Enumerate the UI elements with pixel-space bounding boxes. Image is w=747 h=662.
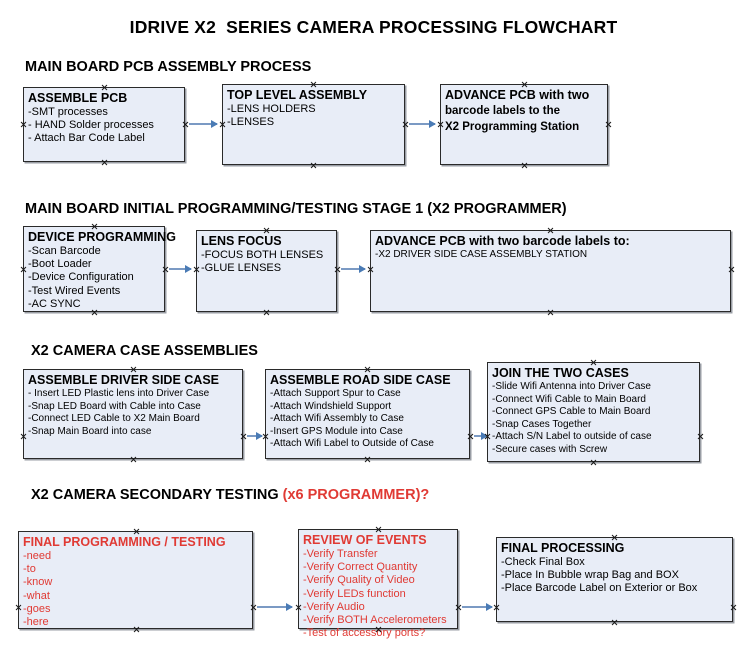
box-title: DEVICE PROGRAMMING — [28, 230, 176, 244]
box-advance-pcb-driver-side[interactable]: ADVANCE PCB with two barcode labels to: … — [370, 230, 731, 312]
box-assemble-pcb[interactable]: ASSEMBLE PCB -SMT processes - HAND Solde… — [23, 87, 185, 162]
box-line: -Attach S/N Label to outside of case — [492, 431, 652, 442]
box-line: -LENSES — [227, 116, 275, 129]
box-line: -GLUE LENSES — [201, 262, 282, 275]
box-line-overflow: -Test of accessory ports? — [303, 627, 426, 640]
section-heading-1-text: MAIN BOARD PCB ASSEMBLY PROCESS — [25, 59, 312, 75]
box-line: -Attach Windshield Support — [270, 400, 392, 412]
box-line: -Verify BOTH Accelerometers — [303, 614, 447, 627]
box-line: -Insert GPS Module into Case — [270, 425, 403, 437]
box-line: -Snap LED Board with Cable into Case — [28, 400, 201, 412]
box-line: -Verify Quality of Video — [303, 574, 415, 587]
box-line: - Insert LED Plastic lens into Driver Ca… — [28, 388, 210, 399]
section-heading-2: MAIN BOARD INITIAL PROGRAMMING/TESTING S… — [25, 201, 567, 217]
box-line: -Slide Wifi Antenna into Driver Case — [492, 381, 651, 392]
box-line: -Snap Main Board into case — [28, 425, 152, 437]
box-title: JOIN THE TWO CASES — [492, 366, 629, 380]
box-line: -here — [23, 616, 49, 629]
box-line: -Snap Cases Together — [492, 418, 592, 430]
box-title: TOP LEVEL ASSEMBLY — [227, 88, 368, 102]
connector-arrow — [462, 603, 493, 611]
box-title: ADVANCE PCB with two — [445, 88, 590, 102]
box-line: -Scan Barcode — [28, 245, 101, 257]
box-line: -Verify Transfer — [303, 548, 378, 560]
box-title: ASSEMBLE PCB — [28, 91, 128, 105]
box-line: X2 Programming Station — [445, 121, 580, 133]
box-final-programming-testing[interactable]: FINAL PROGRAMMING / TESTING -need -to -k… — [18, 531, 253, 629]
box-join-the-two-cases[interactable]: JOIN THE TWO CASES -Slide Wifi Antenna i… — [487, 362, 700, 462]
box-line: -Attach Wifi Assembly to Case — [270, 413, 404, 424]
box-line: -LENS HOLDERS — [227, 103, 316, 115]
box-line: -AC SYNC — [28, 297, 81, 310]
box-line: -need — [23, 550, 52, 562]
section-heading-4-text: X2 CAMERA SECONDARY TESTING — [31, 487, 283, 503]
box-line: -Device Configuration — [28, 271, 134, 284]
box-lens-focus[interactable]: LENS FOCUS -FOCUS BOTH LENSES -GLUE LENS… — [196, 230, 337, 312]
box-line: -Connect LED Cable to X2 Main Board — [28, 413, 200, 424]
box-review-of-events[interactable]: REVIEW OF EVENTS -Verify Transfer -Verif… — [298, 529, 458, 639]
box-line: -what — [23, 589, 50, 602]
box-line: -Connect GPS Cable to Main Board — [492, 406, 651, 417]
box-line: - Attach Bar Code Label — [28, 132, 145, 145]
box-line: -Attach Wifi Label to Outside of Case — [270, 438, 434, 449]
box-top-level-assembly[interactable]: TOP LEVEL ASSEMBLY -LENS HOLDERS -LENSES — [222, 84, 405, 165]
box-device-programming[interactable]: DEVICE PROGRAMMING -Scan Barcode -Boot L… — [23, 226, 176, 312]
box-assemble-road-side-case[interactable]: ASSEMBLE ROAD SIDE CASE -Attach Support … — [265, 369, 470, 459]
box-title: ASSEMBLE DRIVER SIDE CASE — [28, 373, 220, 387]
connector-arrow — [474, 432, 488, 440]
box-line: -Boot Loader — [28, 258, 92, 271]
box-line: -goes — [23, 602, 51, 615]
box-title: LENS FOCUS — [201, 234, 282, 248]
box-line: -Secure cases with Screw — [492, 443, 608, 455]
connector-arrow — [189, 120, 218, 128]
box-line: -Check Final Box — [501, 556, 585, 568]
box-title: FINAL PROCESSING — [501, 541, 625, 555]
section-heading-4: X2 CAMERA SECONDARY TESTING (x6 PROGRAMM… — [31, 487, 429, 503]
box-title: ASSEMBLE ROAD SIDE CASE — [270, 373, 451, 387]
box-assemble-driver-side-case[interactable]: ASSEMBLE DRIVER SIDE CASE - Insert LED P… — [23, 369, 243, 459]
box-line: -Verify LEDs function — [303, 587, 406, 600]
box-line: -Connect Wifi Cable to Main Board — [492, 393, 646, 405]
box-line: -Test Wired Events — [28, 284, 121, 297]
box-title: REVIEW OF EVENTS — [303, 533, 427, 547]
box-title: FINAL PROGRAMMING / TESTING — [23, 535, 226, 549]
box-line: - HAND Solder processes — [28, 119, 154, 132]
box-line: -SMT processes — [28, 106, 108, 118]
box-line: -Verify Correct Quantity — [303, 561, 418, 574]
box-line: -know — [23, 576, 53, 589]
connector-arrow — [409, 120, 436, 128]
section-heading-2-text: MAIN BOARD INITIAL PROGRAMMING/TESTING S… — [25, 201, 567, 217]
section-heading-1: MAIN BOARD PCB ASSEMBLY PROCESS — [25, 59, 311, 75]
section-heading-3-text: X2 CAMERA CASE ASSEMBLIES — [31, 343, 258, 359]
connector-arrow — [257, 603, 293, 611]
box-final-processing[interactable]: FINAL PROCESSING -Check Final Box -Place… — [496, 537, 733, 622]
box-line: -Attach Support Spur to Case — [270, 388, 401, 399]
connector-arrow — [247, 432, 263, 440]
connector-arrow — [169, 265, 192, 273]
box-advance-pcb-station[interactable]: ADVANCE PCB with two barcode labels to t… — [440, 84, 608, 165]
box-title: ADVANCE PCB with two barcode labels to: — [375, 234, 630, 248]
connector-arrow — [341, 265, 366, 273]
box-line: -Verify Audio — [303, 600, 365, 613]
section-heading-3: X2 CAMERA CASE ASSEMBLIES — [31, 343, 258, 359]
section-heading-4-red-text: (x6 PROGRAMMER)? — [282, 487, 430, 503]
box-line: -FOCUS BOTH LENSES — [201, 249, 324, 261]
box-line: -X2 DRIVER SIDE CASE ASSEMBLY STATION — [375, 249, 588, 260]
page-title: IDRIVE X2 SERIES CAMERA PROCESSING FLOWC… — [129, 17, 618, 37]
box-line: -Place Barcode Label on Exterior or Box — [501, 582, 698, 595]
box-line: barcode labels to the — [445, 105, 561, 117]
box-line: -to — [23, 563, 36, 576]
box-line: -Place In Bubble wrap Bag and BOX — [501, 569, 679, 582]
